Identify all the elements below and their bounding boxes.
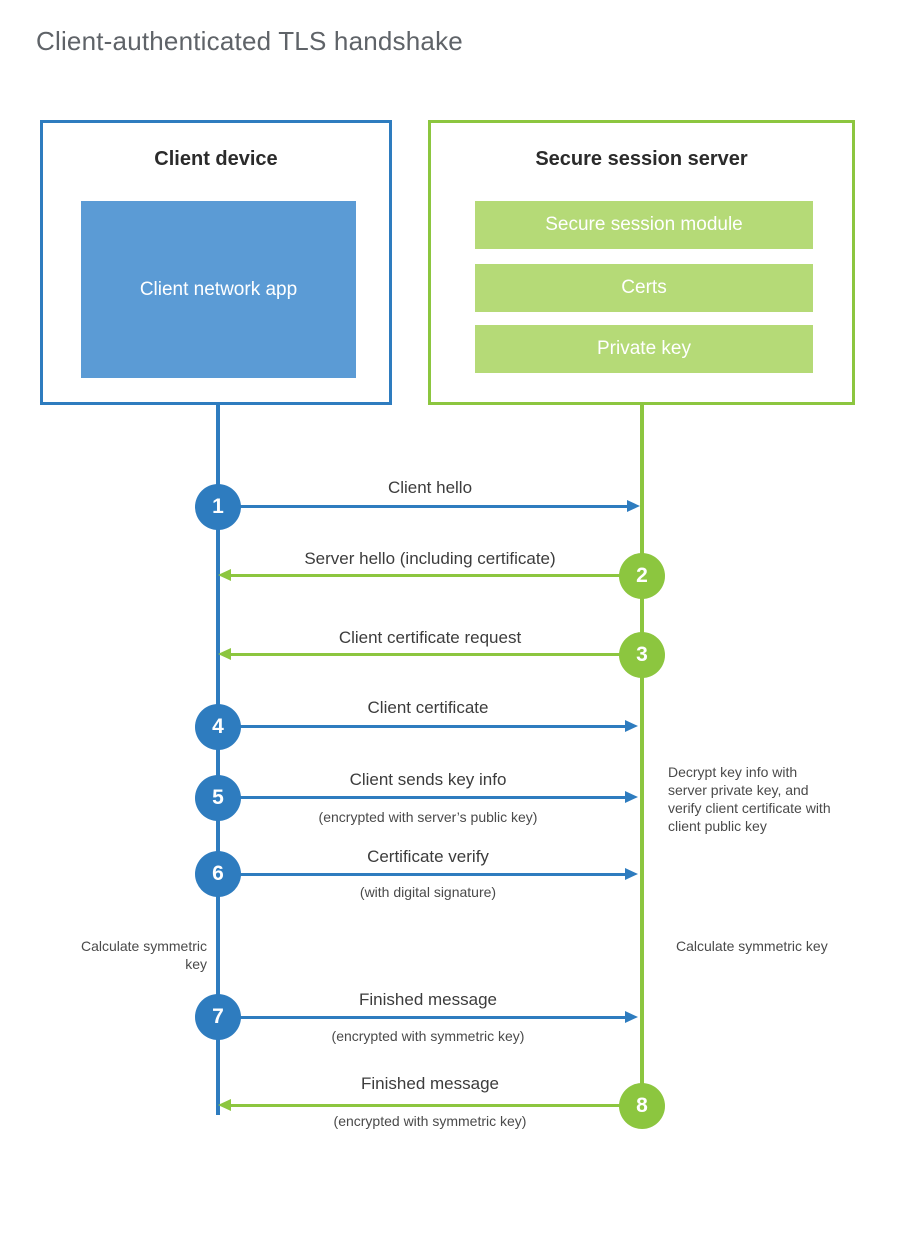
message-arrow-7 <box>218 1011 638 1023</box>
page-title: Client-authenticated TLS handshake <box>36 26 463 56</box>
message-label-5: Client sends key info <box>349 770 507 789</box>
arrowhead-left-icon <box>218 1099 231 1111</box>
message-label-4: Client certificate <box>367 698 489 717</box>
arrowhead-right-icon <box>625 791 638 803</box>
message-label-1: Client hello <box>387 478 473 497</box>
message-arrow-3 <box>218 648 642 660</box>
step-circle-6[interactable]: 6 <box>195 851 241 897</box>
arrowhead-right-icon <box>625 868 638 880</box>
step-circle-3[interactable]: 3 <box>619 632 665 678</box>
client-calculate-symmetric-key-note: Calculate symmetric key <box>80 938 207 972</box>
message-arrow-5 <box>218 791 638 803</box>
message-arrow-2 <box>218 569 642 581</box>
step-circle-8[interactable]: 8 <box>619 1083 665 1129</box>
server-private-key-block: Private key <box>475 325 813 373</box>
message-sublabel-5: (encrypted with server’s public key) <box>318 809 538 825</box>
message-label-2: Server hello (including certificate) <box>304 549 556 568</box>
client-lifeline <box>216 405 220 1115</box>
message-label-6: Certificate verify <box>367 847 489 866</box>
server-module-block: Secure session module <box>475 201 813 249</box>
secure-session-server-box: Secure session server Secure session mod… <box>428 120 855 405</box>
step-circle-2[interactable]: 2 <box>619 553 665 599</box>
server-calculate-symmetric-key-note: Calculate symmetric key <box>676 938 828 954</box>
server-lifeline <box>640 405 644 1105</box>
message-sublabel-6: (with digital signature) <box>359 884 497 900</box>
secure-session-server-title: Secure session server <box>535 148 748 170</box>
server-certs-block: Certs <box>475 264 813 312</box>
arrowhead-right-icon <box>625 720 638 732</box>
message-arrow-6 <box>218 868 638 880</box>
step-circle-7[interactable]: 7 <box>195 994 241 1040</box>
message-label-3: Client certificate request <box>338 628 522 647</box>
message-arrow-4 <box>218 720 638 732</box>
step-circle-5[interactable]: 5 <box>195 775 241 821</box>
arrowhead-left-icon <box>218 648 231 660</box>
arrowhead-right-icon <box>627 500 640 512</box>
message-sublabel-7: (encrypted with symmetric key) <box>331 1028 525 1044</box>
message-label-7: Finished message <box>359 990 497 1009</box>
message-arrow-8 <box>218 1099 642 1111</box>
step-circle-4[interactable]: 4 <box>195 704 241 750</box>
message-sublabel-8: (encrypted with symmetric key) <box>333 1113 527 1129</box>
client-network-app-block: Client network app <box>81 201 356 378</box>
client-device-box: Client device Client network app <box>40 120 392 405</box>
message-label-8: Finished message <box>361 1074 499 1093</box>
step-circle-1[interactable]: 1 <box>195 484 241 530</box>
arrowhead-right-icon <box>625 1011 638 1023</box>
arrowhead-left-icon <box>218 569 231 581</box>
client-device-title: Client device <box>154 148 278 170</box>
message-arrow-1 <box>218 500 640 512</box>
server-decrypt-note: Decrypt key info with server private key… <box>668 764 831 834</box>
